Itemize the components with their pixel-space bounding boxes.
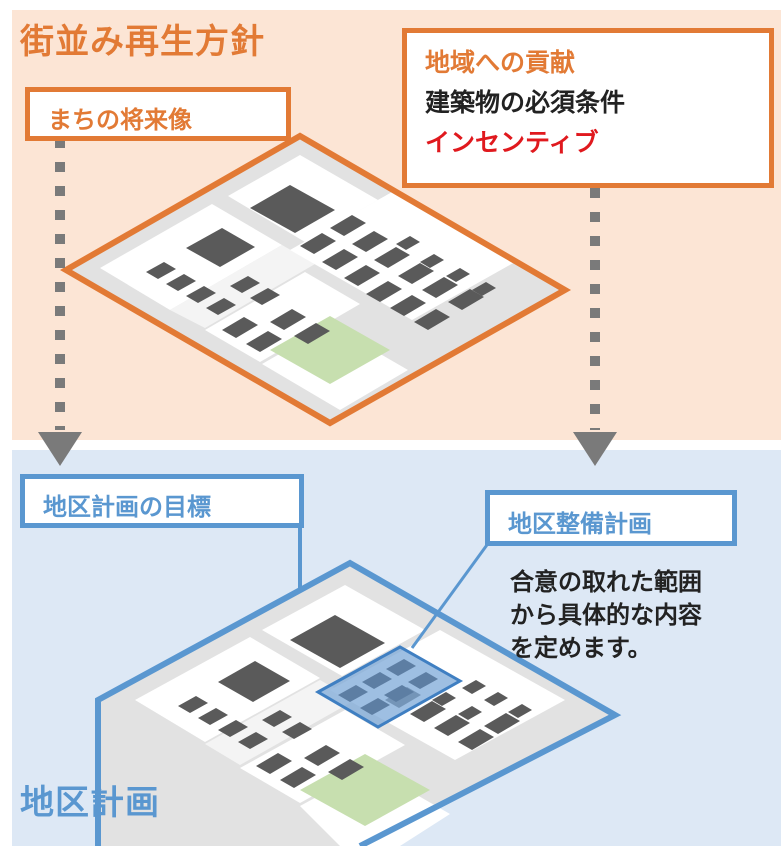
bottom-section-title: 地区計画 bbox=[20, 783, 160, 823]
building bbox=[304, 745, 340, 766]
building bbox=[434, 715, 470, 736]
building bbox=[484, 692, 508, 706]
building bbox=[386, 659, 416, 676]
building bbox=[362, 672, 392, 689]
district-plan-goal-label: 地区計画の目標 bbox=[43, 493, 211, 521]
building bbox=[250, 288, 280, 305]
building bbox=[420, 254, 444, 268]
building bbox=[206, 298, 236, 315]
building bbox=[218, 720, 248, 737]
building bbox=[294, 323, 330, 344]
building bbox=[462, 680, 486, 694]
district-plan-goal-box: 地区計画の目標 bbox=[20, 474, 304, 528]
building bbox=[178, 696, 208, 713]
building bbox=[280, 767, 316, 788]
building bbox=[414, 309, 450, 330]
building bbox=[384, 685, 414, 702]
building bbox=[218, 661, 290, 702]
building bbox=[458, 706, 482, 720]
building bbox=[282, 722, 312, 739]
building bbox=[166, 274, 196, 291]
building bbox=[250, 185, 335, 233]
city-map-bottom-outline bbox=[95, 559, 622, 846]
building bbox=[398, 263, 434, 284]
buildings-top bbox=[146, 185, 496, 352]
connectors bbox=[38, 138, 617, 649]
building bbox=[238, 732, 268, 749]
city-map-top bbox=[59, 132, 572, 427]
building bbox=[360, 698, 390, 715]
building bbox=[256, 753, 292, 774]
building bbox=[484, 713, 520, 734]
building bbox=[230, 276, 260, 293]
future-vision-box: まちの将来像 bbox=[25, 87, 291, 141]
building bbox=[222, 317, 258, 338]
building bbox=[146, 262, 176, 279]
development-plan-note: 合意の取れた範囲 から具体的な内容 を定めます。 bbox=[510, 566, 702, 665]
note-line: を定めます。 bbox=[510, 634, 652, 662]
building bbox=[344, 265, 380, 286]
building bbox=[410, 701, 446, 722]
building bbox=[300, 233, 336, 254]
building bbox=[186, 228, 255, 267]
connector-plan-to-area bbox=[410, 537, 494, 649]
building bbox=[352, 231, 388, 252]
building bbox=[328, 759, 364, 780]
future-vision-label: まちの将来像 bbox=[48, 106, 192, 134]
requirements-line-contribution: 地域への貢献 bbox=[425, 48, 576, 77]
city-block bbox=[135, 637, 320, 742]
city-map-top-outline bbox=[59, 132, 572, 427]
building bbox=[330, 215, 366, 236]
district-development-plan-label: 地区整備計画 bbox=[508, 510, 652, 538]
building bbox=[366, 281, 402, 302]
building bbox=[270, 309, 306, 330]
building bbox=[338, 685, 368, 702]
building bbox=[390, 295, 426, 316]
building bbox=[262, 710, 292, 727]
arrow-down-left-icon bbox=[38, 432, 82, 466]
building bbox=[246, 331, 282, 352]
building bbox=[458, 729, 494, 750]
building bbox=[448, 289, 484, 310]
city-map-bottom bbox=[95, 559, 622, 846]
city-block bbox=[100, 204, 282, 310]
district-development-plan-box: 地区整備計画 bbox=[485, 490, 737, 546]
building bbox=[396, 236, 420, 250]
building bbox=[508, 704, 532, 718]
requirements-line-incentive: インセンティブ bbox=[425, 128, 599, 157]
building bbox=[290, 615, 385, 668]
note-line: から具体的な内容 bbox=[510, 601, 702, 629]
building bbox=[408, 672, 438, 689]
top-section-title: 街並み再生方針 bbox=[20, 22, 265, 62]
building bbox=[422, 277, 458, 298]
building bbox=[446, 268, 470, 282]
note-line: 合意の取れた範囲 bbox=[510, 568, 702, 596]
highlighted-planning-area bbox=[314, 645, 464, 729]
building bbox=[472, 282, 496, 296]
building bbox=[432, 692, 456, 706]
arrow-down-right-icon bbox=[573, 432, 617, 466]
building bbox=[186, 286, 216, 303]
building bbox=[374, 247, 410, 268]
highlighted-area-buildings bbox=[338, 659, 438, 715]
building bbox=[322, 249, 358, 270]
requirements-line-building-conditions: 建築物の必須条件 bbox=[425, 88, 626, 117]
building bbox=[198, 708, 228, 725]
requirements-box: 地域への貢献 建築物の必須条件 インセンティブ bbox=[402, 28, 774, 188]
